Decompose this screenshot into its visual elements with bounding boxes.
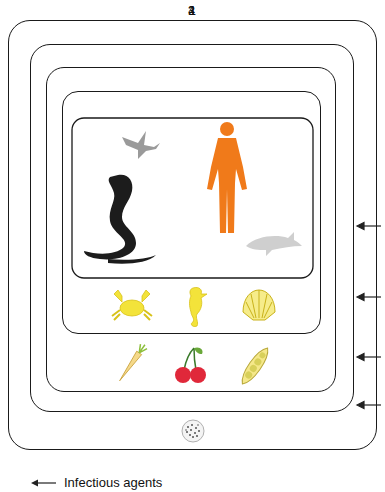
shell-icon [243, 290, 275, 320]
level-number: 4 [63, 4, 320, 18]
crab-icon [112, 290, 152, 320]
carrot-icon [116, 342, 148, 383]
nested-box: 1234 [8, 20, 377, 450]
infection-arrows [357, 223, 381, 409]
bird-icon [122, 131, 160, 159]
legend-arrow [30, 477, 56, 489]
inner-box [72, 118, 313, 278]
legend-text: Infectious agents [64, 475, 162, 491]
cherry-icon [175, 347, 206, 383]
nested-box: 34 [46, 67, 336, 392]
human-icon [207, 122, 247, 233]
pea-pod-icon [237, 345, 272, 388]
nested-box: 234 [30, 44, 354, 412]
microbe-icon [182, 420, 204, 442]
seahorse-icon [190, 287, 208, 326]
snake-icon [84, 175, 156, 264]
nested-box: 4 [62, 91, 321, 334]
legend-item: Infectious agents [30, 474, 162, 492]
dolphin-icon [246, 232, 302, 256]
